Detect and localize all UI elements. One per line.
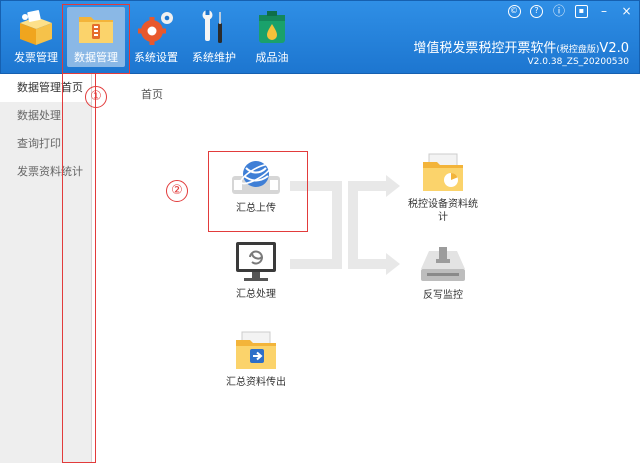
lock-icon[interactable]: ▪: [575, 5, 588, 18]
folder-export-icon: [236, 331, 276, 369]
toolbar-label: 系统设置: [134, 51, 178, 64]
wrench-screwdriver-icon: [202, 10, 222, 43]
toolbar-label: 系统维护: [192, 51, 236, 64]
upload-globe-icon: [232, 161, 280, 194]
sidebar-item-query-print[interactable]: 查询打印: [17, 137, 61, 150]
toolbar-label: 成品油: [255, 51, 289, 64]
node-label: 税控设备资料统计: [404, 198, 482, 224]
node-label: 反写监控: [423, 290, 463, 301]
toolbar-label: 数据管理: [74, 51, 118, 64]
data-folder-icon: [79, 17, 113, 43]
annotation-number-1: ①: [85, 86, 107, 108]
flow-connector: [290, 175, 400, 275]
node-label-line1: 税控设备资料统: [408, 199, 478, 210]
app-title-main: 增值税发票税控开票软件: [413, 41, 557, 56]
toolbar-label: 发票管理: [14, 51, 58, 64]
close-icon[interactable]: ×: [621, 4, 632, 18]
app-version: V2.0.38_ZS_20200530: [527, 57, 629, 67]
toolbar-button-refined-oil[interactable]: 成品油: [243, 7, 301, 67]
info-icon[interactable]: ⓘ: [552, 4, 565, 18]
disk-drive-icon: [421, 247, 465, 281]
upload-summary-button[interactable]: 汇总上传: [215, 158, 297, 215]
sidebar: 数据管理首页 数据处理 查询打印 发票资料统计: [0, 74, 92, 463]
help-icon[interactable]: ?: [530, 5, 543, 18]
app-title-version: V2.0: [599, 41, 629, 56]
invoice-box-icon: [20, 10, 52, 45]
folder-chart-icon: [423, 153, 463, 191]
node-label: 汇总上传: [236, 203, 276, 214]
device-stats-button[interactable]: 税控设备资料统计: [404, 152, 482, 224]
toolbar-button-system-settings[interactable]: 系统设置: [127, 7, 185, 67]
toolbar-button-data-management[interactable]: 数据管理: [67, 7, 125, 67]
copyright-icon[interactable]: ©: [507, 5, 521, 18]
top-toolbar: 发票管理 数据管理: [0, 0, 640, 74]
annotation-number-2: ②: [166, 180, 188, 202]
annotation-box-sidebar: [62, 74, 96, 463]
breadcrumb[interactable]: 首页: [141, 88, 163, 101]
toolbar-button-system-maintenance[interactable]: 系统维护: [185, 7, 243, 67]
app-title: 增值税发票税控开票软件(税控盘版)V2.0: [413, 37, 629, 56]
node-label-line2: 计: [438, 212, 448, 223]
monitor-refresh-icon: [236, 242, 276, 281]
minimize-icon[interactable]: –: [601, 4, 607, 18]
sidebar-item-data-processing[interactable]: 数据处理: [17, 109, 61, 122]
sidebar-item-invoice-stats[interactable]: 发票资料统计: [17, 165, 83, 178]
node-label: 汇总处理: [236, 289, 276, 300]
window-controls: © ? ⓘ ▪ – ×: [502, 5, 634, 21]
annotation-box-data-management: [62, 4, 130, 74]
write-monitor-button[interactable]: 反写监控: [405, 243, 481, 302]
node-label: 汇总资料传出: [226, 377, 286, 388]
oil-drop-icon: [259, 11, 285, 43]
process-summary-button[interactable]: 汇总处理: [215, 240, 297, 301]
annotation-box-upload: [208, 151, 308, 232]
export-summary-button[interactable]: 汇总资料传出: [212, 330, 300, 389]
app-title-sub: (税控盘版): [556, 45, 600, 55]
gear-icon: [138, 12, 173, 45]
toolbar-button-invoice[interactable]: 发票管理: [7, 7, 65, 67]
sidebar-item-data-home[interactable]: 数据管理首页: [0, 74, 91, 102]
